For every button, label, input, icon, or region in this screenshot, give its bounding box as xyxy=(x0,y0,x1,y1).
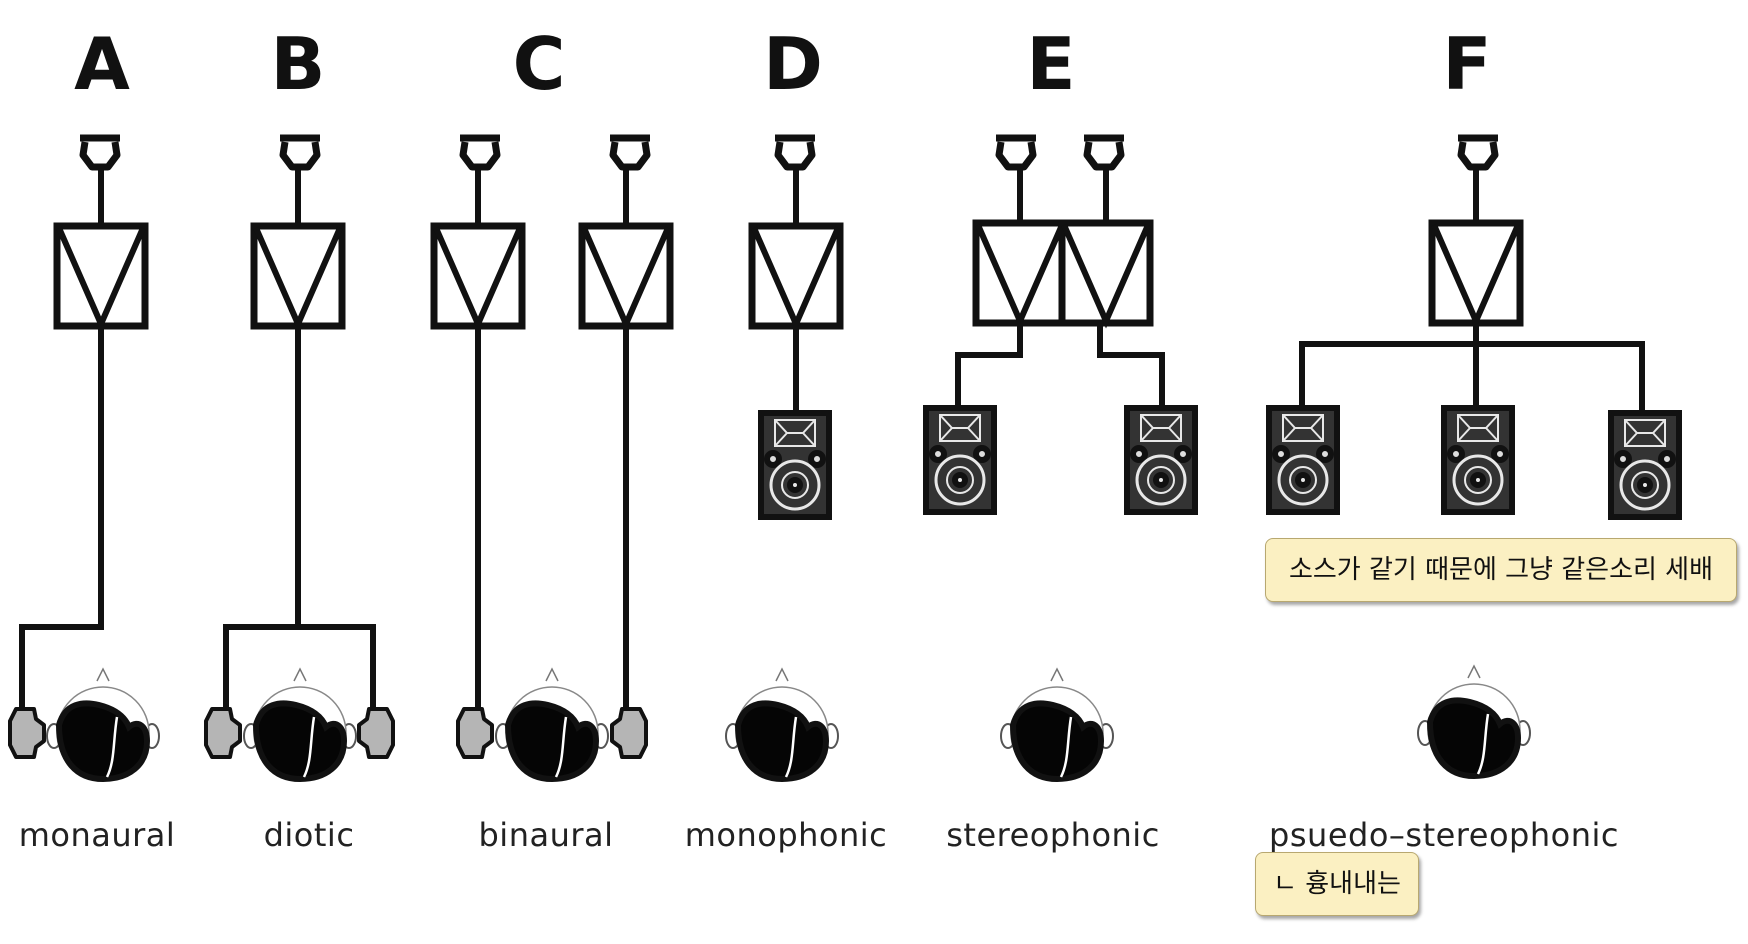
panel-a-monaural xyxy=(10,138,159,779)
caption-binaural: binaural xyxy=(478,816,613,854)
amplifier-right-icon xyxy=(582,226,670,326)
microphone-right-icon xyxy=(610,138,650,167)
panel-letter-f: F xyxy=(1442,22,1491,106)
loudspeaker-left-icon xyxy=(1269,408,1337,512)
microphone-icon xyxy=(1458,138,1498,167)
panel-letter-c: C xyxy=(513,22,566,106)
amplifier-left-icon xyxy=(434,226,522,326)
microphone-icon xyxy=(280,138,320,167)
panel-c-binaural xyxy=(434,138,670,779)
amplifier-icon xyxy=(57,226,145,326)
earphone-right-icon xyxy=(612,709,646,757)
loudspeaker-right-icon xyxy=(1611,413,1679,517)
sticky-note-pseudo: ㄴ 흉내내는 xyxy=(1255,852,1419,916)
amplifier-left-icon xyxy=(976,223,1064,323)
caption-diotic: diotic xyxy=(264,816,355,854)
panel-letter-b: B xyxy=(271,22,326,106)
head-icon xyxy=(496,669,608,779)
amplifier-right-icon xyxy=(1062,223,1150,323)
sticky-note-speakers: 소스가 같기 때문에 그냥 같은소리 세배 xyxy=(1265,538,1737,602)
head-icon xyxy=(1001,669,1113,779)
loudspeaker-left-icon xyxy=(926,408,994,512)
head-icon xyxy=(47,669,159,779)
head-icon xyxy=(726,669,838,779)
head-icon xyxy=(244,669,356,779)
amplifier-icon xyxy=(752,226,840,326)
panel-f-pseudo-stereophonic xyxy=(1269,138,1679,776)
caption-pseudo-stereophonic: psuedo–stereophonic xyxy=(1269,816,1619,854)
earphone-right-icon xyxy=(359,709,393,757)
caption-stereophonic: stereophonic xyxy=(946,816,1160,854)
caption-monophonic: monophonic xyxy=(685,816,888,854)
panel-letter-e: E xyxy=(1026,22,1075,106)
panel-letter-a: A xyxy=(74,22,130,106)
earphone-icon xyxy=(10,709,44,757)
earphone-left-icon xyxy=(206,709,240,757)
panel-letter-d: D xyxy=(763,22,823,106)
loudspeaker-center-icon xyxy=(1444,408,1512,512)
amplifier-icon xyxy=(1432,223,1520,323)
microphone-left-icon xyxy=(996,138,1036,167)
microphone-icon xyxy=(775,138,815,167)
microphone-icon xyxy=(80,138,120,167)
earphone-left-icon xyxy=(458,709,492,757)
microphone-left-icon xyxy=(460,138,500,167)
panel-d-monophonic xyxy=(726,138,840,779)
loudspeaker-icon xyxy=(761,413,829,517)
head-icon xyxy=(1418,666,1530,776)
amplifier-icon xyxy=(254,226,342,326)
loudspeaker-right-icon xyxy=(1127,408,1195,512)
panel-e-stereophonic xyxy=(926,138,1195,779)
panel-b-diotic xyxy=(206,138,393,779)
microphone-right-icon xyxy=(1084,138,1124,167)
caption-monaural: monaural xyxy=(19,816,176,854)
